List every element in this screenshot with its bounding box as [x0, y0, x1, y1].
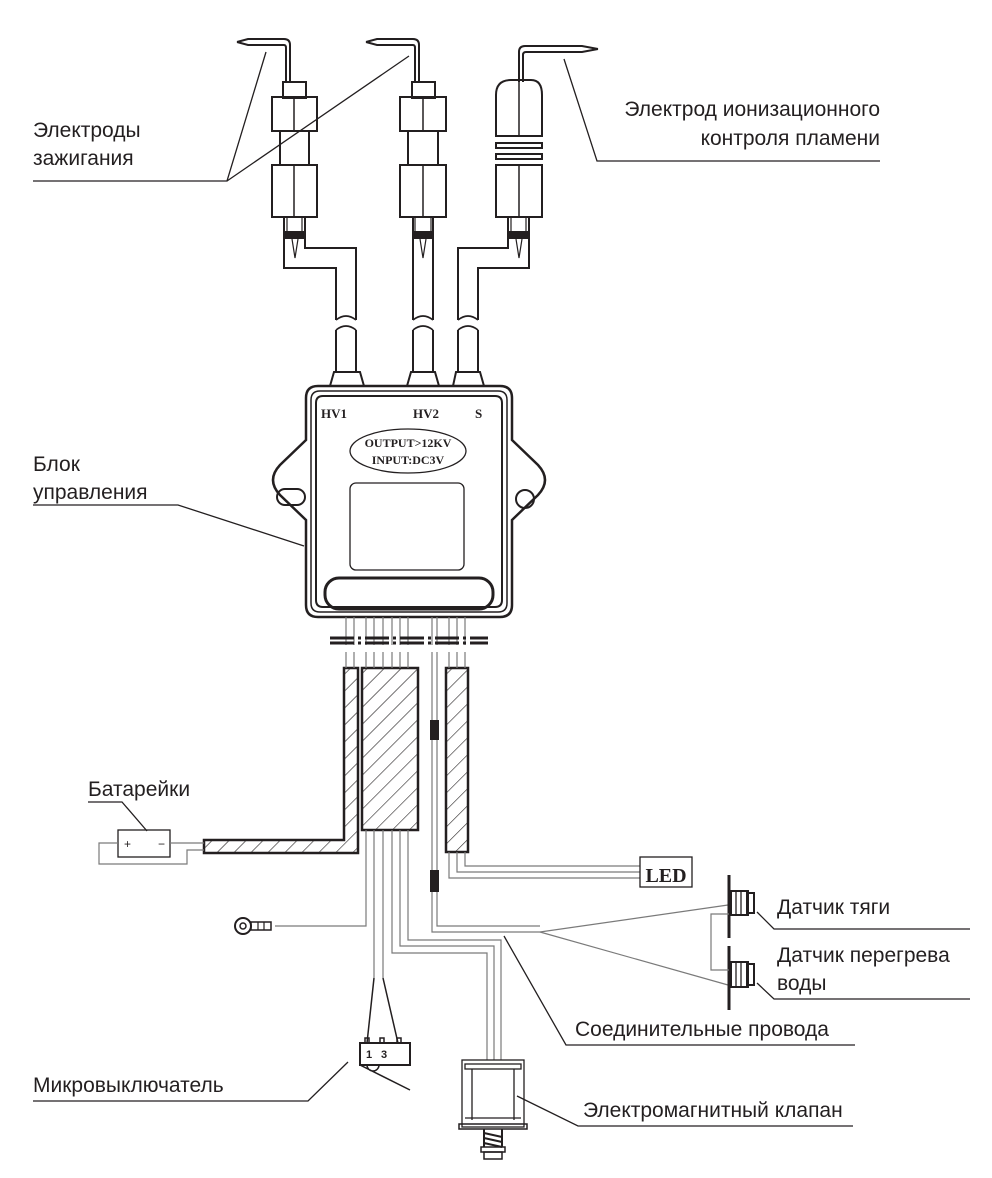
ground-wire: [275, 830, 367, 927]
led: LED: [639, 856, 693, 888]
cable-bundles: [202, 652, 470, 900]
spec-output: OUTPUT>12KV: [365, 436, 452, 450]
label-control-unit-line2: управления: [33, 481, 148, 504]
label-overheat-sensor-line2: воды: [777, 972, 827, 995]
port-s: S: [475, 406, 482, 421]
spec-ellipse: [349, 428, 467, 474]
label-ignition-electrodes-line2: зажигания: [33, 147, 134, 170]
led-label: LED: [645, 865, 686, 887]
label-window: [349, 482, 465, 571]
draft-sensor: [727, 875, 755, 938]
led-cable-sheath: [444, 666, 470, 854]
battery-plus: +: [124, 837, 131, 851]
microswitch-pin-3: 3: [381, 1049, 387, 1061]
microswitch: 1 3: [359, 977, 411, 1091]
ignition-electrode-2: [365, 38, 447, 387]
label-ionization-electrode-line2: контроля пламени: [701, 127, 880, 150]
ignition-electrode-1: [236, 38, 365, 387]
overheat-sensor: [727, 946, 755, 1010]
mount-hole-right: [515, 489, 535, 509]
port-hv2: HV2: [413, 406, 439, 421]
wire-clip-2: [430, 870, 439, 892]
label-connecting-wires: Соединительные провода: [575, 1018, 829, 1041]
spec-input: INPUT:DC3V: [372, 453, 445, 467]
callout-labels: Электроды зажигания Электрод ионизационн…: [33, 98, 950, 1122]
battery: + −: [98, 829, 204, 865]
control-unit: HV1 HV2 S OUTPUT>12KV INPUT:DC3V: [271, 384, 547, 619]
label-draft-sensor: Датчик тяги: [777, 896, 890, 919]
port-hv1: HV1: [321, 406, 347, 421]
label-ionization-electrode-line1: Электрод ионизационного: [624, 98, 880, 121]
wire-exits: [330, 617, 488, 645]
main-wires: [275, 830, 729, 1060]
battery-cable-sheath: [202, 666, 360, 855]
label-batteries: Батарейки: [88, 778, 190, 801]
label-microswitch: Микровыключатель: [33, 1074, 224, 1097]
ground-terminal: [234, 917, 272, 935]
ionization-electrode: [452, 45, 599, 387]
wire-clip-1: [430, 720, 439, 740]
battery-minus: −: [158, 837, 165, 851]
leader-lines: [33, 51, 970, 1127]
main-cable-sheath: [360, 666, 420, 832]
solenoid-valve: [458, 1059, 528, 1160]
microswitch-pin-1: 1: [366, 1049, 372, 1061]
sensor-link-wire: [710, 913, 729, 971]
mount-hole-left: [276, 488, 306, 506]
label-overheat-sensor-line1: Датчик перегрева: [777, 944, 950, 967]
label-ignition-electrodes-line1: Электроды: [33, 119, 141, 142]
label-solenoid-valve: Электромагнитный клапан: [583, 1099, 843, 1122]
label-control-unit-line1: Блок: [33, 453, 81, 476]
